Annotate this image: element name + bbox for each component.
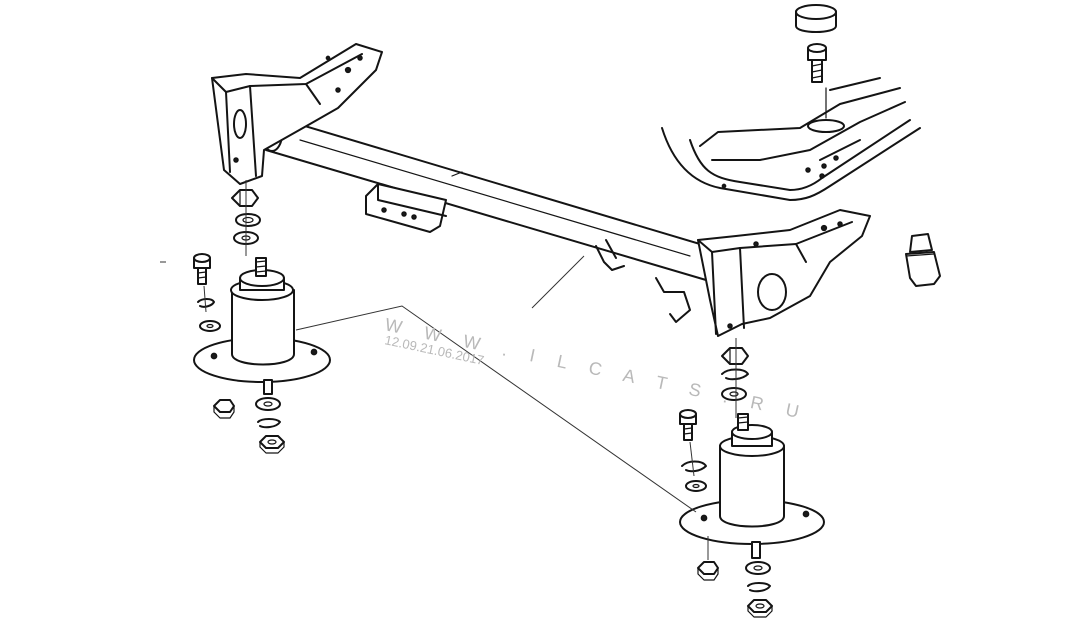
rubber-mount-right (679, 413, 825, 559)
left-upper-hardware (231, 180, 261, 256)
plug-bolt (807, 43, 827, 119)
crossmember-tube (261, 116, 721, 281)
bump-stop (905, 233, 941, 287)
tube-hook (595, 239, 691, 323)
right-upper-hardware (721, 338, 749, 418)
rubber-mount-left (193, 257, 331, 395)
bracket-right (697, 209, 871, 337)
callout-leaders (160, 255, 697, 513)
bracket-left (211, 43, 383, 185)
frame-rails (661, 77, 921, 201)
right-side-bolt (679, 409, 707, 492)
left-lower-hardware (213, 397, 285, 454)
right-lower-hardware (697, 536, 773, 618)
watermark: W W W . I L C A T S . R U 12.09.21.06.20… (383, 314, 809, 423)
cap-plug (795, 4, 837, 33)
watermark-site: W W W . I L C A T S . R U (383, 314, 809, 423)
tube-clamp (365, 183, 447, 233)
left-side-bolt (193, 253, 221, 332)
